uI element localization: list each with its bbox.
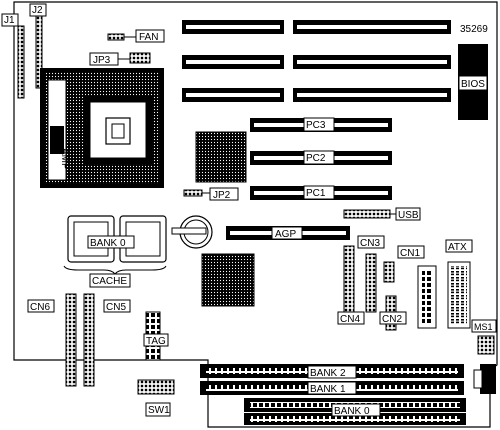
jp3-jumper [129, 52, 151, 64]
sw1-switch [137, 379, 175, 395]
cn1-label: CN1 [400, 248, 420, 259]
pc1-label: PC1 [306, 188, 326, 199]
cn5-header [83, 293, 95, 387]
j1-label: J1 [4, 15, 15, 26]
atx-power-connector [447, 261, 471, 329]
sw1-label: SW1 [148, 405, 170, 416]
board-id-text: 35269 [460, 24, 488, 35]
bios-label: BIOS [461, 79, 485, 90]
battery [171, 215, 213, 249]
tag-label: TAG [146, 336, 166, 347]
j1-header [17, 25, 25, 99]
cn3-header [365, 253, 377, 313]
agp-label: AGP [275, 229, 296, 240]
fan-connector [107, 33, 125, 41]
usb-connector [343, 209, 391, 219]
cn3-label: CN3 [360, 238, 380, 249]
jp2-label: JP2 [213, 190, 231, 201]
cn4-label: CN4 [340, 314, 360, 325]
cn5-label: CN5 [106, 302, 126, 313]
ms1-connector [477, 335, 495, 355]
cache-bank0-label: BANK 0 [90, 238, 126, 249]
rear-io-connector [473, 364, 496, 394]
j2-label: J2 [32, 5, 43, 16]
cn4-header [343, 245, 355, 313]
cpu-socket [40, 68, 164, 188]
isa-slots [182, 20, 451, 102]
jp2-jumper [183, 189, 203, 197]
amp-label: AMP [59, 148, 70, 170]
pc3-label: PC3 [306, 120, 326, 131]
cn6-header [65, 293, 77, 387]
cn6-label: CN6 [30, 302, 50, 313]
ms1-label: MS1 [474, 322, 493, 332]
board-outline [13, 1, 498, 428]
usb-label: USB [398, 210, 419, 221]
bank1-label: BANK 1 [310, 384, 346, 395]
bank0-label: BANK 0 [334, 406, 370, 417]
ide-connector [417, 265, 437, 329]
chipset-north [195, 131, 247, 183]
atx-label: ATX [448, 242, 467, 253]
cn2-label: CN2 [382, 314, 402, 325]
fan-label: FAN [139, 32, 158, 43]
bank2-label: BANK 2 [310, 368, 346, 379]
cache-label: CACHE [92, 276, 127, 287]
pc2-label: PC2 [306, 153, 326, 164]
chipset-south [201, 253, 255, 307]
cn1-connector [383, 261, 395, 283]
jp3-label: JP3 [93, 55, 111, 66]
